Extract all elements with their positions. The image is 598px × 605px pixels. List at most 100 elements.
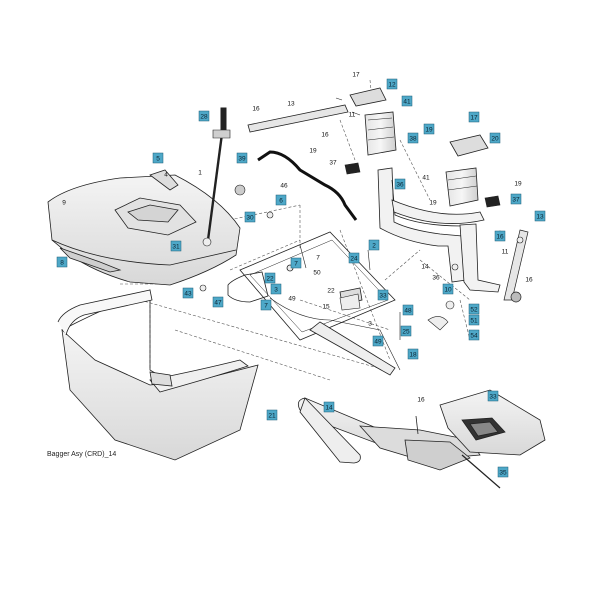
callout-label: 13 xyxy=(287,100,295,107)
callout-box xyxy=(290,257,302,269)
upper-brackets xyxy=(247,87,489,207)
callout-label: 51 xyxy=(470,317,478,324)
callout-3: 3 xyxy=(270,283,282,295)
callout-15: 15 xyxy=(322,303,330,310)
bent-wire xyxy=(257,150,358,221)
callout-box xyxy=(198,110,210,122)
lever-rod xyxy=(202,107,231,247)
callout-box xyxy=(468,329,480,341)
callout-7: 7 xyxy=(316,254,320,261)
callout-box xyxy=(442,283,454,295)
callout-7: 7 xyxy=(260,299,272,311)
callout-17: 17 xyxy=(352,71,360,78)
callout-31: 31 xyxy=(170,240,182,252)
callout-12: 12 xyxy=(386,78,398,90)
callout-14: 14 xyxy=(421,263,429,270)
side-arm xyxy=(503,229,529,301)
callout-box xyxy=(468,314,480,326)
callout-box xyxy=(323,401,335,413)
tube-frame xyxy=(377,167,501,293)
callout-label: 7 xyxy=(294,260,298,267)
callout-38: 38 xyxy=(407,132,419,144)
callout-box xyxy=(487,390,499,402)
callout-label: 46 xyxy=(280,182,288,189)
callout-47: 47 xyxy=(212,296,224,308)
callout-label: 48 xyxy=(404,307,412,314)
callout-label: 41 xyxy=(403,98,411,105)
callout-4: 4 xyxy=(164,171,168,178)
callout-label: 33 xyxy=(489,393,497,400)
callout-label: 11 xyxy=(349,111,356,118)
callout-11: 11 xyxy=(349,111,356,118)
callout-label: 39 xyxy=(238,155,246,162)
callout-box xyxy=(489,132,501,144)
callout-22: 22 xyxy=(264,272,276,284)
callout-label: 10 xyxy=(444,286,452,293)
callout-6: 6 xyxy=(275,194,287,206)
callout-11: 11 xyxy=(502,248,509,255)
callout-label: 25 xyxy=(402,328,410,335)
callout-33: 33 xyxy=(377,289,389,301)
callout-box xyxy=(468,111,480,123)
callout-label: 19 xyxy=(425,126,433,133)
callout-label: 19 xyxy=(429,199,437,206)
callout-19: 19 xyxy=(309,147,317,154)
callout-box xyxy=(468,303,480,315)
callout-label: 21 xyxy=(268,412,276,419)
grass-bag xyxy=(57,289,259,461)
callout-label: 24 xyxy=(350,255,358,262)
hardware xyxy=(199,97,524,340)
callout-16: 16 xyxy=(525,276,533,283)
callout-label: 14 xyxy=(421,263,429,270)
callout-46: 46 xyxy=(280,182,288,189)
callout-49: 49 xyxy=(288,295,296,302)
callout-37: 37 xyxy=(510,193,522,205)
callout-box xyxy=(386,78,398,90)
callout-label: 17 xyxy=(470,114,478,121)
callout-label: 1 xyxy=(198,169,202,176)
callout-19: 19 xyxy=(514,180,522,187)
callout-36: 36 xyxy=(432,274,440,281)
callout-label: 31 xyxy=(172,243,180,250)
callout-label: 36 xyxy=(396,181,404,188)
callout-52: 52 xyxy=(468,303,480,315)
callout-box xyxy=(182,287,194,299)
callout-label: 47 xyxy=(214,299,222,306)
callout-label: 4 xyxy=(164,171,168,178)
callout-box xyxy=(510,193,522,205)
callout-label: 16 xyxy=(321,131,329,138)
callout-label: 19 xyxy=(309,147,317,154)
callout-8: 8 xyxy=(56,256,68,268)
callout-label: 3 xyxy=(368,320,372,327)
callout-13: 13 xyxy=(534,210,546,222)
callout-1: 1 xyxy=(198,169,202,176)
callout-14: 14 xyxy=(323,401,335,413)
callout-48: 48 xyxy=(402,304,414,316)
callout-16: 16 xyxy=(494,230,506,242)
callout-label: 16 xyxy=(525,276,533,283)
callout-label: 2 xyxy=(372,242,376,249)
callout-19: 19 xyxy=(423,123,435,135)
callout-2: 2 xyxy=(368,239,380,251)
callout-label: 30 xyxy=(246,214,254,221)
callout-label: 52 xyxy=(470,306,478,313)
callout-label: 16 xyxy=(496,233,504,240)
callout-label: 36 xyxy=(432,274,440,281)
callout-17: 17 xyxy=(468,111,480,123)
callout-box xyxy=(266,409,278,421)
callout-36: 36 xyxy=(394,178,406,190)
callout-box xyxy=(236,152,248,164)
callout-41: 41 xyxy=(422,174,430,181)
callout-box xyxy=(400,325,412,337)
callout-41: 41 xyxy=(401,95,413,107)
callout-20: 20 xyxy=(489,132,501,144)
callout-label: 35 xyxy=(499,469,507,476)
callout-39: 39 xyxy=(236,152,248,164)
callout-label: 17 xyxy=(352,71,360,78)
callout-label: 43 xyxy=(184,290,192,297)
callout-label: 6 xyxy=(279,197,283,204)
callout-box xyxy=(212,296,224,308)
callout-24: 24 xyxy=(348,252,360,264)
callout-label: 7 xyxy=(264,302,268,309)
